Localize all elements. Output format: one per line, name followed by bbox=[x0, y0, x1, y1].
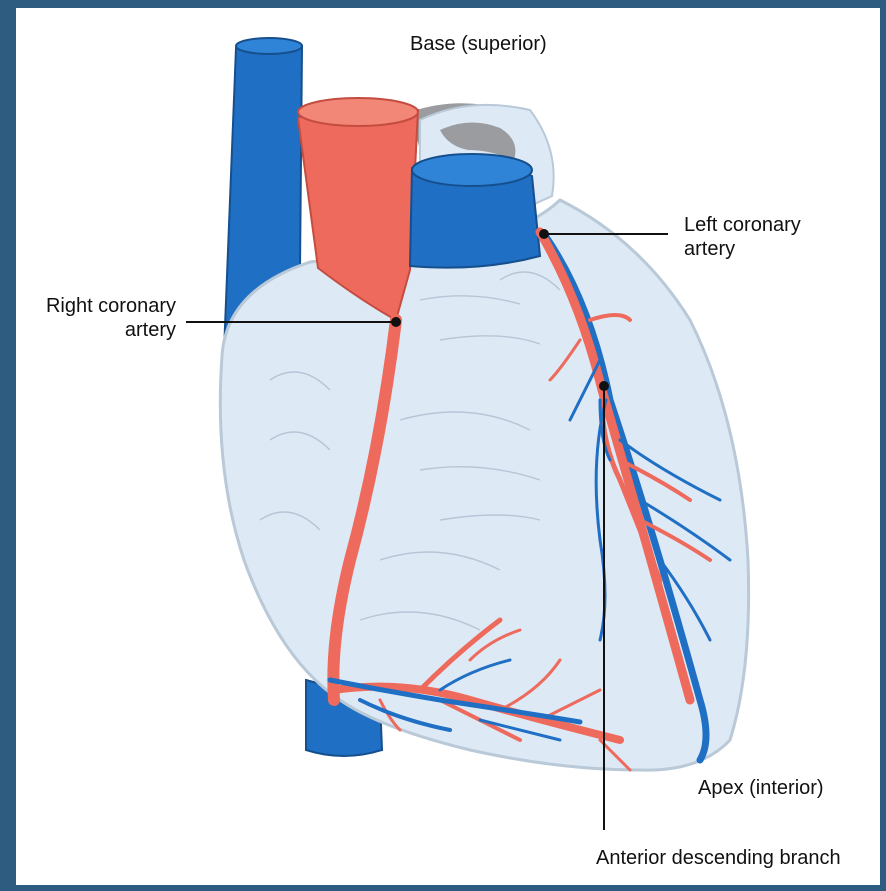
label-left-coronary-line-2: artery bbox=[684, 237, 801, 261]
label-left-coronary-line-1: Left coronary bbox=[684, 213, 801, 237]
label-right-coronary-line-1: Right coronary bbox=[18, 294, 176, 318]
label-base: Base (superior) bbox=[410, 32, 547, 56]
label-apex: Apex (interior) bbox=[698, 776, 824, 800]
label-left-coronary: Left coronary artery bbox=[684, 213, 801, 261]
marker-left-coronary bbox=[539, 229, 549, 239]
label-right-coronary: Right coronary artery bbox=[18, 294, 176, 342]
marker-right-coronary bbox=[391, 317, 401, 327]
label-anterior-descending: Anterior descending branch bbox=[596, 846, 841, 870]
marker-anterior-descending bbox=[599, 381, 609, 391]
label-right-coronary-line-2: artery bbox=[18, 318, 176, 342]
